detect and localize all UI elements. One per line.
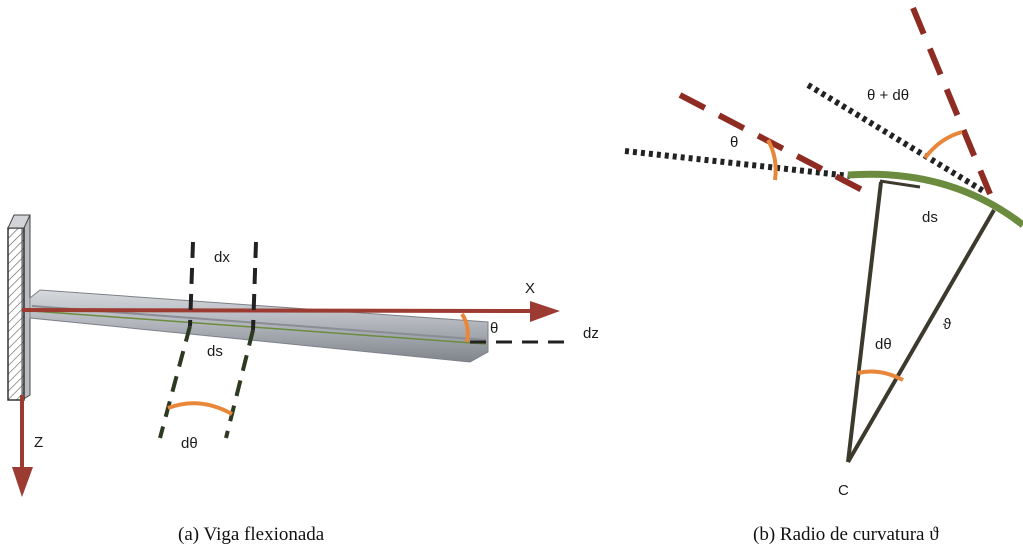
caption-a: (a) Viga flexionada bbox=[178, 524, 325, 545]
radius-line-1 bbox=[846, 181, 883, 463]
caption-b: (b) Radio de curvatura ϑ bbox=[753, 524, 939, 545]
ds-segment-normals bbox=[158, 325, 255, 439]
z-axis-label: Z bbox=[34, 434, 43, 451]
dx-marker bbox=[188, 241, 258, 331]
radius-line-2 bbox=[846, 208, 996, 464]
dx-label: dx bbox=[214, 249, 230, 266]
theta-arc-a bbox=[460, 312, 470, 343]
theta-plus-dtheta-label: θ + dθ bbox=[867, 87, 909, 104]
theta-label-a: θ bbox=[490, 320, 498, 337]
theta-arc-b bbox=[766, 139, 778, 181]
panel-b: θ θ + dθ ds dθ ϑ C (b) Radio de curvatur… bbox=[624, 6, 1023, 545]
deflected-beam bbox=[29, 289, 489, 363]
theta-label-b: θ bbox=[730, 134, 738, 151]
dtheta-arc-a bbox=[167, 401, 233, 416]
tangent-line-2 bbox=[806, 82, 987, 195]
x-axis-arrow bbox=[21, 301, 560, 322]
theta-plus-dtheta-arc bbox=[923, 130, 963, 160]
dtheta-label-a: dθ bbox=[181, 435, 198, 452]
z-axis-arrow bbox=[12, 395, 33, 497]
radius-label: ϑ bbox=[943, 316, 952, 333]
dz-label: dz bbox=[583, 325, 599, 342]
dtheta-arc-b bbox=[857, 369, 904, 382]
dashed-line-theta bbox=[678, 92, 868, 195]
ds-label: ds bbox=[207, 343, 223, 360]
dtheta-label-b: dθ bbox=[875, 336, 892, 353]
curvature-arc bbox=[847, 170, 1023, 228]
ds-arc-segment bbox=[879, 179, 921, 189]
neutral-axis-line bbox=[31, 310, 487, 345]
dashed-line-theta-plus-dtheta bbox=[910, 6, 993, 196]
center-label: C bbox=[838, 482, 849, 499]
panel-a: dx ds dθ X Z θ dz (a) Viga flexionada bbox=[7, 214, 599, 545]
x-axis-label: X bbox=[525, 280, 535, 297]
tangent-line-1 bbox=[624, 148, 851, 179]
wall-support bbox=[7, 214, 31, 401]
ds-label-b: ds bbox=[922, 209, 938, 226]
